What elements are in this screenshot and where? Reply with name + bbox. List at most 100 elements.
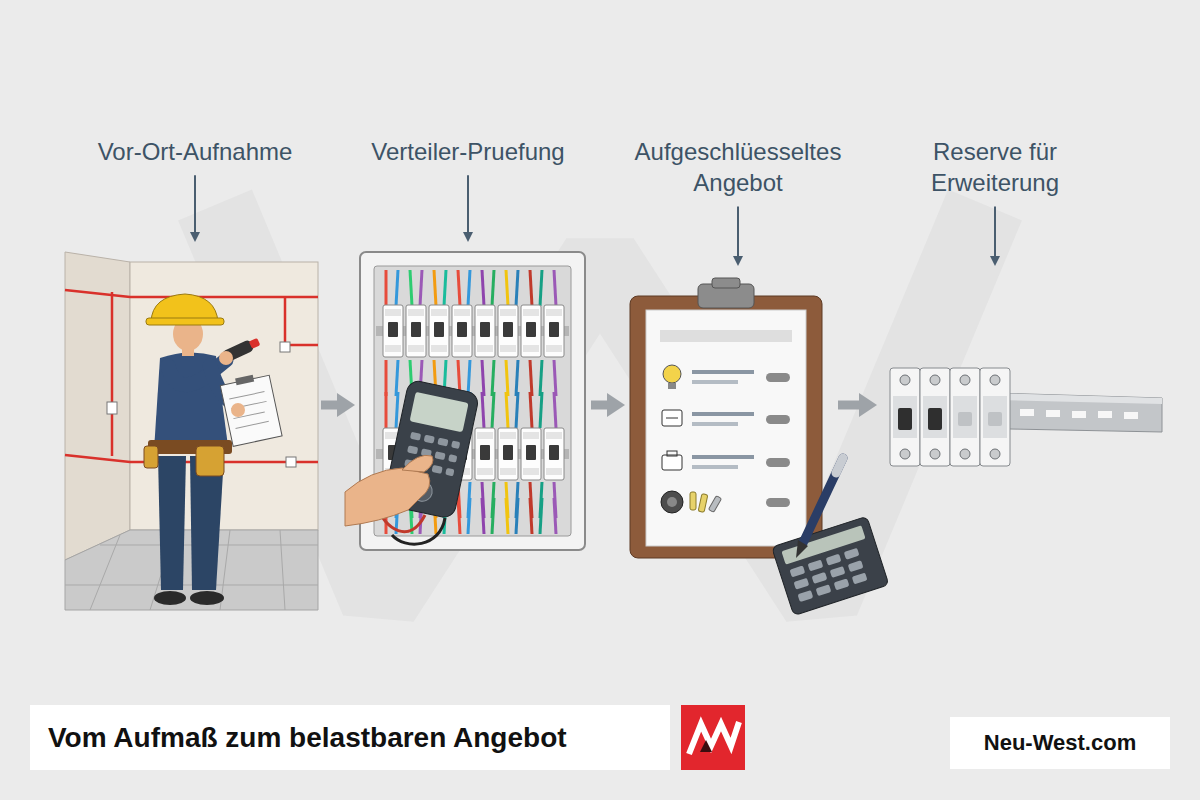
electrician bbox=[144, 446, 158, 468]
quote-clipboard bbox=[630, 296, 822, 558]
breaker-rail bbox=[1124, 412, 1138, 419]
calculator bbox=[772, 516, 889, 615]
multimeter bbox=[410, 432, 421, 441]
calculator bbox=[852, 573, 868, 585]
quote-clipboard bbox=[766, 373, 790, 382]
electrician bbox=[144, 294, 282, 605]
room-scene bbox=[111, 292, 114, 456]
multimeter bbox=[445, 468, 454, 477]
brand-logo bbox=[689, 722, 739, 754]
distribution-board bbox=[429, 305, 449, 357]
room-scene bbox=[65, 585, 318, 586]
quote-clipboard bbox=[766, 415, 790, 424]
breaker-rail bbox=[980, 368, 1010, 466]
electrician bbox=[220, 375, 282, 446]
quote-clipboard bbox=[662, 455, 682, 470]
multimeter bbox=[451, 440, 460, 449]
breaker-rail bbox=[898, 408, 912, 430]
step-heading: Verteiler-Pruefung bbox=[338, 136, 598, 167]
flow-arrow bbox=[591, 401, 613, 410]
pen bbox=[803, 458, 843, 543]
process-step: Aufgeschlüesseltes Angebot bbox=[628, 285, 835, 560]
quote-clipboard bbox=[662, 410, 682, 426]
calculator bbox=[798, 590, 814, 602]
pen bbox=[796, 540, 808, 558]
room-scene bbox=[130, 262, 318, 530]
box-label: Neu-West.com bbox=[984, 730, 1136, 756]
quote-clipboard bbox=[668, 383, 676, 389]
breaker-rail bbox=[890, 368, 1162, 466]
calculator bbox=[844, 548, 860, 560]
calculator bbox=[808, 560, 824, 572]
brand-logo bbox=[700, 740, 712, 752]
room-scene bbox=[280, 530, 285, 610]
flow-arrow bbox=[838, 401, 865, 410]
quote-clipboard bbox=[692, 422, 738, 426]
breaker-rail bbox=[1098, 411, 1112, 418]
quote-clipboard bbox=[630, 278, 822, 558]
calculator bbox=[834, 578, 850, 590]
distribution-board bbox=[452, 305, 472, 357]
multimeter bbox=[345, 468, 430, 526]
multimeter bbox=[392, 518, 445, 544]
calculator bbox=[812, 572, 828, 584]
leader-arrows bbox=[195, 175, 995, 259]
calculator bbox=[830, 566, 846, 578]
quote-clipboard bbox=[661, 491, 683, 513]
pen bbox=[796, 458, 843, 558]
quote-clipboard bbox=[712, 278, 740, 288]
quote-clipboard bbox=[692, 380, 738, 384]
quote-clipboard bbox=[692, 455, 754, 459]
calculator bbox=[789, 565, 805, 577]
room-scene bbox=[65, 252, 318, 610]
connectors bbox=[321, 405, 865, 406]
title-text: Vom Aufmaß zum belastbaren Angebot bbox=[48, 722, 567, 754]
calculator bbox=[848, 560, 864, 572]
electrician bbox=[196, 446, 224, 476]
title-box: Vom Aufmaß zum belastbaren Angebot bbox=[30, 705, 670, 770]
breaker-rail bbox=[988, 412, 1002, 426]
leader-arrow bbox=[737, 206, 739, 259]
room-scene bbox=[90, 535, 120, 610]
quote-clipboard bbox=[667, 451, 677, 456]
calculator bbox=[826, 554, 842, 566]
distribution-board bbox=[475, 428, 495, 480]
breaker-rail bbox=[950, 368, 980, 466]
distribution-board bbox=[498, 305, 518, 357]
room-scene bbox=[280, 342, 290, 352]
quote-clipboard bbox=[690, 492, 696, 510]
electrician bbox=[158, 456, 186, 590]
multimeter bbox=[437, 438, 448, 447]
breaker-rail bbox=[958, 412, 972, 426]
calculator bbox=[794, 578, 810, 590]
brand-logo bbox=[681, 705, 745, 770]
electrician bbox=[229, 392, 264, 399]
breaker-rail bbox=[920, 368, 950, 466]
electrician bbox=[154, 591, 186, 605]
multimeter bbox=[432, 465, 443, 474]
calculator bbox=[816, 584, 832, 596]
electrician bbox=[146, 318, 224, 325]
distribution-board bbox=[475, 305, 495, 357]
flow-arrow bbox=[321, 401, 343, 410]
multimeter bbox=[424, 435, 435, 444]
room-scene bbox=[286, 457, 296, 467]
breaker-rail bbox=[1020, 409, 1034, 416]
process-step: Verteiler-Pruefung bbox=[358, 250, 588, 552]
step-heading: Vor-Ort-Aufnahme bbox=[55, 136, 335, 167]
calculator bbox=[772, 516, 889, 615]
brand-logo bbox=[681, 705, 745, 770]
distribution-board bbox=[521, 305, 541, 357]
distribution-board bbox=[386, 270, 556, 306]
electrician bbox=[236, 421, 269, 428]
step-heading: Aufgeschlüesseltes Angebot bbox=[613, 136, 863, 198]
distribution-board bbox=[544, 305, 564, 357]
distribution-board bbox=[544, 428, 564, 480]
multimeter bbox=[448, 454, 457, 463]
leader-arrow bbox=[994, 206, 996, 259]
leader-arrow bbox=[194, 175, 196, 235]
electrician bbox=[219, 371, 282, 446]
